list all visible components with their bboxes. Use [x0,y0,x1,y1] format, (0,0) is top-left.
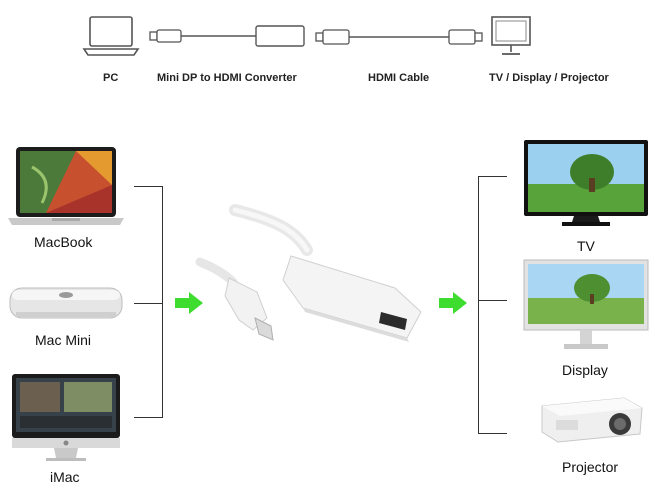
left-bracket-middle [134,303,163,304]
left-bracket [134,186,163,418]
hdmi-cable-label: HDMI Cable [368,72,430,84]
pc-label: PC [103,72,119,84]
converter-icon [149,25,305,47]
projector-label: Projector [562,459,619,475]
macbook-image [8,147,124,225]
mac-mini-label: Mac Mini [35,332,92,348]
adapter-image [195,204,422,342]
laptop-icon [82,16,140,56]
display-group-label: TV / Display / Projector [489,72,609,84]
display-image [523,259,649,349]
imac-image [12,374,120,461]
mac-mini-image [9,287,123,319]
top-schematic: PC Mini DP to HDMI Converter HDMI Cable … [0,0,653,100]
converter-label: Mini DP to HDMI Converter [157,72,297,84]
imac-label: iMac [50,469,80,485]
macbook-label: MacBook [34,234,93,250]
green-arrow-icon [175,292,203,314]
green-arrow-icon-right [439,292,467,314]
tv-image [524,140,648,226]
right-bracket [478,176,507,434]
right-bracket-middle [478,300,507,301]
monitor-icon [491,16,531,55]
hdmi-cable-icon [315,29,483,45]
projector-image [541,397,643,443]
tv-label: TV [577,238,595,254]
display-label: Display [562,362,608,378]
